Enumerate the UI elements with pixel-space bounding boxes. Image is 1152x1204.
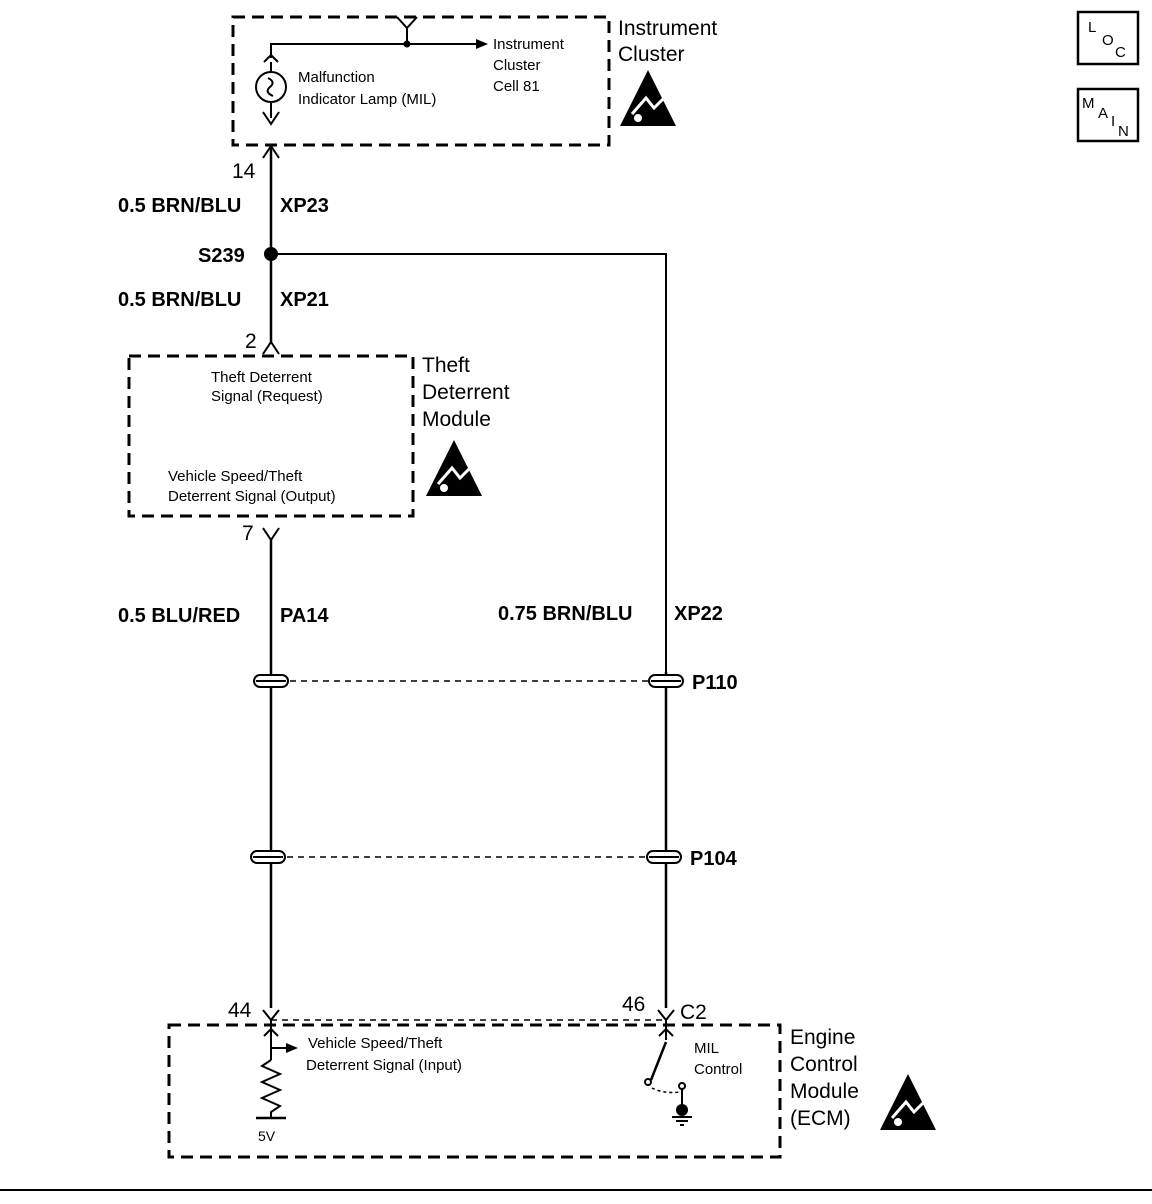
theft-module-box: [127, 354, 415, 518]
theft-request-line1: Theft Deterrent: [211, 369, 313, 386]
pin-14-label: 14: [232, 160, 256, 183]
wire-xp23-gauge: 0.5 BRN/BLU: [118, 195, 241, 217]
wire-xp21-id: XP21: [280, 289, 329, 311]
ecm-title-line4: (ECM): [790, 1107, 851, 1130]
wire-xp22-top-run: [271, 253, 667, 672]
ecm-5v-label: 5V: [258, 1128, 276, 1144]
wire-xp22-gauge: 0.75 BRN/BLU: [498, 603, 632, 625]
cluster-ref-line2: Cluster: [493, 57, 541, 74]
cluster-ref-line1: Instrument: [493, 36, 565, 53]
main-letter-m: M: [1082, 95, 1095, 112]
pin-2-label: 2: [245, 330, 257, 353]
ecm-input-line1: Vehicle Speed/Theft: [308, 1035, 443, 1052]
pin-7-chevron: [262, 527, 280, 542]
ecm-input-arrow-head: [286, 1043, 298, 1053]
loc-letter-o: O: [1102, 32, 1114, 49]
loc-letter-l: L: [1088, 19, 1096, 36]
ecm-title-line3: Module: [790, 1080, 859, 1103]
connector-p110-label: P110: [692, 672, 738, 694]
ecm-mil-chevron: [658, 1027, 674, 1037]
ecm-mil-line2: Control: [694, 1061, 742, 1078]
mil-lower-chevron: [262, 111, 280, 126]
lamp-icon: [255, 71, 287, 103]
instrument-cluster-title-line1: Instrument: [618, 17, 717, 40]
ecm-input-chevron: [263, 1027, 279, 1037]
pin-46-label: 46: [622, 993, 645, 1016]
switch-icon: [644, 1041, 686, 1094]
cluster-ref-line3: Cell 81: [493, 78, 540, 95]
cluster-dot: [403, 40, 411, 48]
instrument-cluster-box: [231, 15, 611, 147]
main-icon[interactable]: M A I N: [1076, 87, 1140, 143]
main-letter-n: N: [1118, 123, 1129, 140]
cluster-internal-wire: [270, 43, 476, 58]
cluster-arrow-head: [476, 39, 488, 49]
ecm-input-line2: Deterrent Signal (Input): [306, 1057, 462, 1074]
splice-s239-label: S239: [198, 245, 245, 267]
esd-sensitive-icon: [880, 1074, 936, 1130]
mil-upper-chevron: [263, 53, 279, 63]
wire-pa14-gauge: 0.5 BLU/RED: [118, 605, 240, 627]
theft-output-line2: Deterrent Signal (Output): [168, 488, 336, 505]
resistor-icon: [259, 1059, 283, 1118]
ecm-title-line2: Control: [790, 1053, 858, 1076]
wire-xp22-id: XP22: [674, 603, 723, 625]
esd-sensitive-icon: [620, 70, 676, 126]
connector-p104-right: [646, 850, 682, 864]
connector-p104-left: [250, 850, 286, 864]
ground-icon: [672, 1089, 692, 1126]
ecm-connector-c2: C2: [680, 1001, 707, 1024]
pin-46-chevron: [657, 1009, 675, 1022]
pin-7-label: 7: [242, 522, 254, 545]
theft-module-title-line2: Deterrent: [422, 381, 510, 404]
esd-sensitive-icon: [426, 440, 482, 496]
cluster-top-connector: [396, 16, 418, 44]
instrument-cluster-title-line2: Cluster: [618, 43, 685, 66]
wire-pa14-id: PA14: [280, 605, 329, 627]
ecm-mil-line1: MIL: [694, 1040, 719, 1057]
main-letter-i: I: [1111, 113, 1115, 130]
theft-module-title-line1: Theft: [422, 354, 470, 377]
connector-p110-left: [253, 674, 289, 688]
pin-44-chevron: [262, 1009, 280, 1022]
wire-xp21-gauge: 0.5 BRN/BLU: [118, 289, 241, 311]
pin-44-label: 44: [228, 999, 252, 1022]
theft-module-title-line3: Module: [422, 408, 491, 431]
connector-p110-right: [648, 674, 684, 688]
ecm-title-line1: Engine: [790, 1026, 855, 1049]
mil-label-line2: Indicator Lamp (MIL): [298, 91, 436, 108]
wire-xp23-id: XP23: [280, 195, 329, 217]
loc-letter-c: C: [1115, 44, 1126, 61]
loc-icon[interactable]: L O C: [1076, 10, 1140, 66]
pin-2-arrow: [262, 340, 280, 355]
theft-request-line2: Signal (Request): [211, 388, 323, 405]
mil-label-line1: Malfunction: [298, 69, 375, 86]
theft-output-line1: Vehicle Speed/Theft: [168, 468, 303, 485]
connector-p104-label: P104: [690, 848, 738, 870]
ecm-box: [167, 1023, 782, 1159]
main-letter-a: A: [1098, 105, 1108, 122]
